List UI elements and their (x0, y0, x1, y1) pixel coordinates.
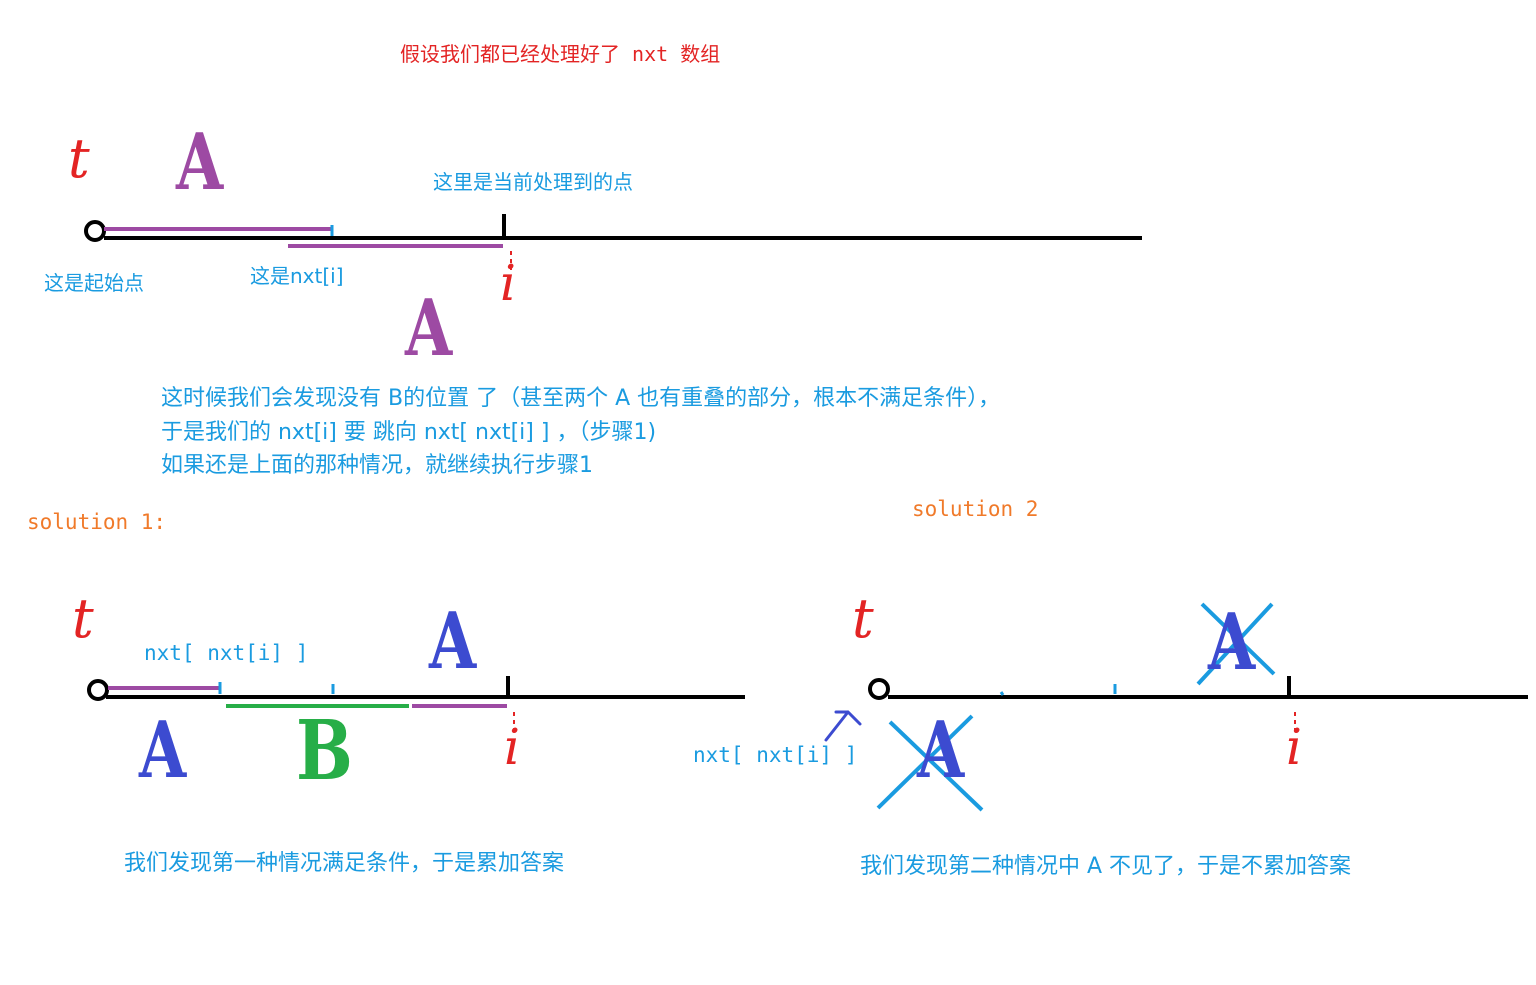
s2-start-circle (868, 678, 890, 700)
s2-t-label: t (852, 587, 874, 650)
top-t-label: t (68, 127, 90, 190)
s2-a-lower-crossed: A (917, 705, 965, 796)
s2-upper-cross-2 (1196, 602, 1274, 686)
solution1-timeline (87, 676, 745, 730)
s2-lower-cross-1 (888, 720, 984, 812)
arrow-icon (824, 710, 862, 742)
solution2-heading: solution 2 (912, 497, 1039, 521)
top-a-upper: A (176, 117, 224, 208)
s2-nxt-nxt-label: nxt[ nxt[i] ] (693, 743, 858, 767)
top-a-lower: A (405, 283, 453, 374)
s1-i-label: i (504, 718, 520, 776)
solution1-heading: solution 1: (27, 510, 167, 534)
explain-line-2: 于是我们的 nxt[i] 要 跳向 nxt[ nxt[i] ] ，（步骤1) (161, 420, 657, 445)
solution1-conclusion: 我们发现第一种情况满足条件，于是累加答案 (124, 851, 565, 876)
s1-a-upper: A (429, 596, 477, 687)
s1-nxt-nxt-label: nxt[ nxt[i] ] (144, 641, 309, 665)
s1-b-label: B (296, 703, 353, 799)
s2-lower-cross-2 (876, 714, 974, 810)
s1-t-label: t (72, 587, 94, 650)
page-title: 假设我们都已经处理好了 nxt 数组 (400, 42, 721, 66)
top-nxt-label: 这是nxt[i] (250, 264, 344, 288)
solution2-timeline (868, 602, 1528, 812)
s2-a-upper-crossed: A (1208, 597, 1256, 688)
top-start-point-label: 这是起始点 (44, 271, 144, 295)
s2-nxt-nxt-tick (999, 691, 1005, 696)
explain-line-3: 如果还是上面的那种情况，就继续执行步骤1 (161, 453, 593, 478)
top-current-point-label: 这里是当前处理到的点 (433, 170, 633, 194)
s2-i-label: i (1286, 718, 1302, 776)
s1-a-lower: A (139, 705, 187, 796)
top-start-circle (84, 220, 106, 242)
top-i-label: i (500, 254, 516, 312)
explain-line-1: 这时候我们会发现没有 B的位置 了（甚至两个 A 也有重叠的部分，根本不满足条件… (161, 386, 1001, 411)
solution2-conclusion: 我们发现第二种情况中 A 不见了，于是不累加答案 (860, 854, 1352, 879)
top-timeline (84, 214, 1142, 270)
s1-start-circle (87, 679, 109, 701)
